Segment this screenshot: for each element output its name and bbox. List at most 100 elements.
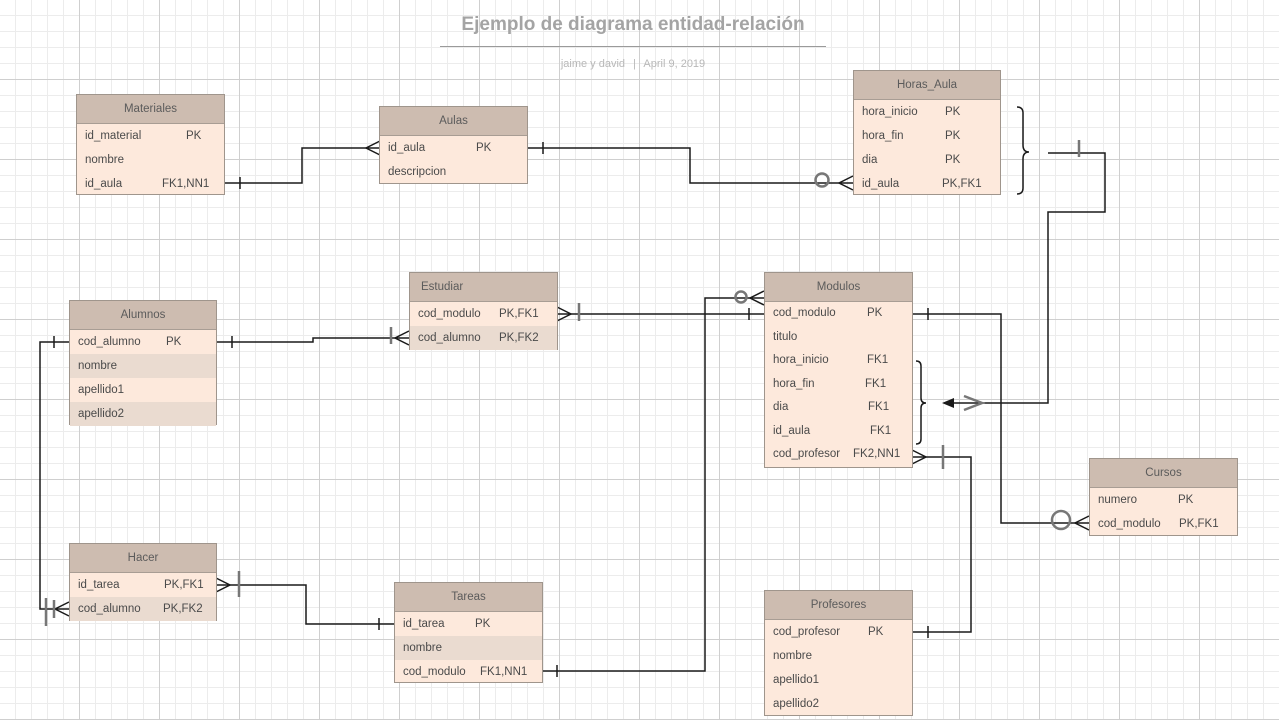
- field-row[interactable]: id_aula FK1: [765, 420, 912, 444]
- field-name: cod_alumno: [418, 332, 481, 344]
- field-key: PK: [867, 307, 883, 319]
- field-row[interactable]: cod_alumno PK: [70, 330, 216, 354]
- field-name: nombre: [85, 154, 124, 166]
- field-row[interactable]: cod_alumno PK,FK2: [70, 597, 216, 621]
- field-row[interactable]: cod_modulo FK1,NN1: [395, 660, 542, 684]
- field-name: id_tarea: [78, 579, 120, 591]
- field-row[interactable]: cod_profesor PK: [765, 620, 912, 644]
- entity-alumnos[interactable]: Alumnos cod_alumno PK nombre apellido1 a…: [69, 300, 217, 426]
- field-row[interactable]: cod_modulo PK,FK1: [410, 302, 557, 326]
- field-row[interactable]: id_aula FK1,NN1: [77, 172, 224, 196]
- cardinality-zero-symbol: [734, 290, 748, 304]
- field-row[interactable]: id_aula PK,FK1: [854, 172, 1000, 196]
- entity-materiales[interactable]: Materiales id_material PK nombre id_aula…: [76, 94, 225, 195]
- field-name: dia: [862, 154, 878, 166]
- field-name: cod_profesor: [773, 448, 841, 460]
- diagram-date: April 9, 2019: [643, 58, 706, 70]
- field-row[interactable]: dia PK: [854, 148, 1000, 172]
- field-name: hora_inicio: [862, 106, 918, 118]
- field-name: nombre: [403, 642, 442, 654]
- connector-estudiar-modulos: [556, 306, 764, 322]
- connector-alumnos-estudiar: [216, 330, 410, 348]
- field-row[interactable]: apellido2: [765, 692, 912, 716]
- field-name: nombre: [78, 360, 117, 372]
- field-name: cod_profesor: [773, 626, 841, 638]
- field-name: numero: [1098, 494, 1137, 506]
- connector-tareas-modulos: [542, 290, 765, 677]
- field-row[interactable]: dia FK1: [765, 396, 912, 420]
- field-row[interactable]: apellido1: [70, 378, 216, 402]
- connector-aulas-horas-aula: [527, 142, 854, 191]
- field-row[interactable]: id_tarea PK,FK1: [70, 573, 216, 597]
- entity-header: Horas_Aula: [854, 71, 1000, 100]
- entity-tareas[interactable]: Tareas id_tarea PK nombre cod_modulo FK1…: [394, 582, 543, 683]
- field-row[interactable]: numero PK: [1090, 488, 1237, 512]
- field-key: PK,FK2: [499, 332, 539, 344]
- field-name: apellido1: [773, 674, 820, 686]
- entity-horas-aula[interactable]: Horas_Aula hora_inicio PK hora_fin PK di…: [853, 70, 1001, 195]
- entity-cursos[interactable]: Cursos numero PK cod_modulo PK,FK1: [1089, 458, 1238, 536]
- field-row[interactable]: nombre: [395, 636, 542, 660]
- field-row[interactable]: cod_alumno PK,FK2: [410, 326, 557, 350]
- entity-profesores[interactable]: Profesores cod_profesor PK nombre apelli…: [764, 590, 913, 716]
- field-name: cod_modulo: [403, 666, 466, 678]
- field-key: PK: [476, 142, 492, 154]
- field-row[interactable]: hora_fin PK: [854, 124, 1000, 148]
- field-row[interactable]: hora_inicio PK: [854, 100, 1000, 124]
- field-key: FK1,NN1: [162, 178, 210, 190]
- field-key: PK: [945, 154, 961, 166]
- field-row[interactable]: nombre: [77, 148, 224, 172]
- field-name: id_aula: [85, 178, 123, 190]
- field-row[interactable]: cod_profesor FK2,NN1: [765, 443, 912, 467]
- field-name: cod_modulo: [418, 308, 481, 320]
- field-name: apellido1: [78, 384, 125, 396]
- field-row[interactable]: id_aula PK: [380, 136, 527, 160]
- field-row[interactable]: apellido1: [765, 668, 912, 692]
- connector-modulos-cursos: [912, 308, 1090, 531]
- connector-profesores-modulos: [911, 449, 972, 638]
- field-key: PK,FK1: [164, 579, 204, 591]
- field-name: id_aula: [862, 178, 900, 190]
- field-row[interactable]: cod_modulo PK,FK1: [1090, 512, 1237, 536]
- field-key: PK: [945, 106, 961, 118]
- field-name: cod_alumno: [78, 603, 141, 615]
- entity-modulos[interactable]: Modulos cod_modulo PK titulo hora_inicio…: [764, 272, 913, 468]
- field-key: PK: [475, 618, 491, 630]
- field-row[interactable]: apellido2: [70, 402, 216, 426]
- field-row[interactable]: cod_modulo PK: [765, 302, 912, 326]
- field-name: cod_alumno: [78, 336, 141, 348]
- field-name: titulo: [773, 330, 798, 343]
- connector-alumnos-hacer: [39, 336, 70, 617]
- field-row[interactable]: id_tarea PK: [395, 612, 542, 636]
- title-underline: [440, 46, 826, 47]
- field-name: id_material: [85, 130, 142, 142]
- field-name: nombre: [773, 650, 812, 662]
- entity-hacer[interactable]: Hacer id_tarea PK,FK1 cod_alumno PK,FK2: [69, 543, 217, 621]
- field-row[interactable]: nombre: [765, 644, 912, 668]
- entity-header: Profesores: [765, 591, 912, 620]
- field-key: PK: [868, 626, 884, 638]
- field-row[interactable]: nombre: [70, 354, 216, 378]
- entity-header: Cursos: [1090, 459, 1237, 488]
- field-row[interactable]: descripcion: [380, 160, 527, 184]
- entity-header: Modulos: [765, 273, 912, 302]
- field-row[interactable]: hora_inicio FK1: [765, 349, 912, 373]
- cardinality-zero-symbol: [814, 172, 830, 188]
- field-row[interactable]: id_material PK: [77, 124, 224, 148]
- field-row[interactable]: hora_fin FK1: [765, 373, 912, 397]
- field-key: PK,FK1: [942, 178, 982, 190]
- field-key: PK: [186, 130, 202, 142]
- field-key: FK1: [868, 401, 890, 413]
- field-name: descripcion: [388, 166, 447, 178]
- entity-aulas[interactable]: Aulas id_aula PK descripcion: [379, 106, 528, 184]
- field-key: FK1: [867, 354, 889, 366]
- entity-header: Aulas: [380, 107, 527, 136]
- field-row[interactable]: titulo: [765, 326, 912, 350]
- entity-estudiar[interactable]: Estudiar cod_modulo PK,FK1 cod_alumno PK…: [409, 272, 558, 350]
- field-key: PK: [166, 336, 182, 348]
- field-name: cod_modulo: [773, 307, 836, 319]
- diagram-title: Ejemplo de diagrama entidad-relación: [461, 14, 805, 35]
- field-key: PK: [1178, 494, 1194, 506]
- connector-hacer-tareas: [215, 577, 394, 630]
